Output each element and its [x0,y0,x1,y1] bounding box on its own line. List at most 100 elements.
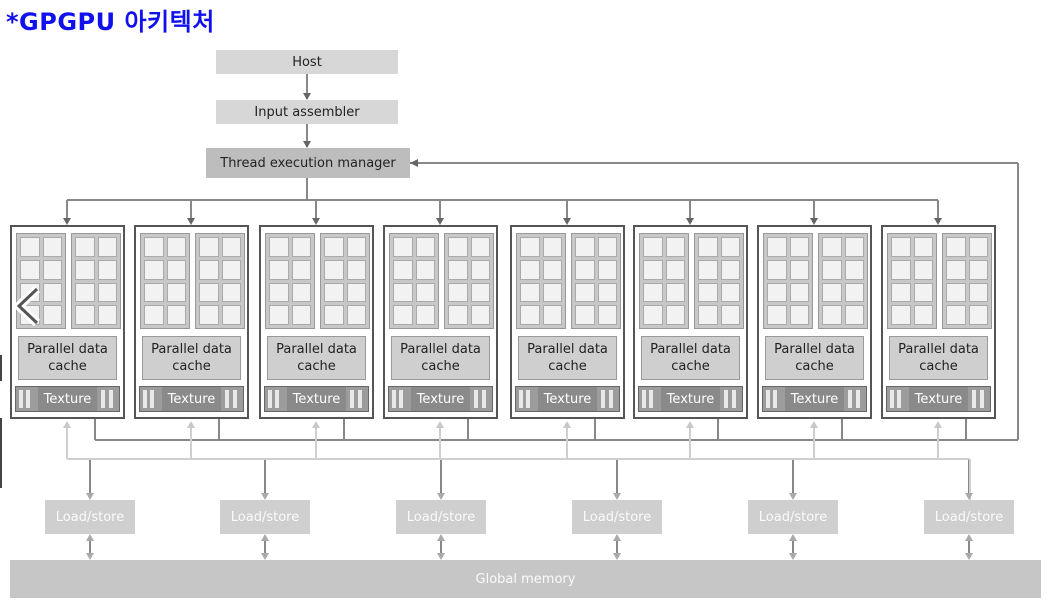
core-cell [891,282,911,303]
parallel-data-cache: Parallel data cache [267,336,366,380]
arrowhead [613,493,621,500]
core-cell [789,259,809,280]
sm-block: Parallel data cache Texture [510,225,625,419]
texture-tick [856,390,860,408]
arrowhead [789,493,797,500]
arrowhead [686,218,694,225]
arrowhead [436,421,444,428]
core-cell [597,237,617,257]
core-cell [946,282,966,303]
core-cell [75,305,95,325]
parallel-data-cache: Parallel data cache [18,336,117,380]
core-cell [166,259,186,280]
texture-tick [848,390,852,408]
sm-block: Parallel data cache Texture [881,225,996,419]
arrowhead [437,493,445,500]
core-cell [913,259,933,280]
load-store-unit: Load/store [572,500,662,534]
texture-unit: Texture [264,386,369,412]
texture-tick [109,390,113,408]
core-cell [448,305,468,325]
parallel-data-cache: Parallel data cache [391,336,490,380]
texture-label: Texture [411,387,470,411]
arrowhead [261,534,269,541]
core-cell [665,282,685,303]
arrowhead [934,218,942,225]
core-cell [144,305,164,325]
core-cell [393,305,413,325]
sm-block: Parallel data cache Texture [633,225,748,419]
arrowhead [563,421,571,428]
core-cell [575,305,595,325]
core-cell [269,282,289,303]
texture-tick [773,390,777,408]
core-cell [542,282,562,303]
core-cell [470,305,490,325]
core-cell [643,237,663,257]
core-cell [42,305,62,325]
arrowhead [410,159,418,167]
texture-tick [358,390,362,408]
core-cell [597,305,617,325]
arrowhead [965,493,973,500]
core-cell [97,237,117,257]
load-store-unit: Load/store [220,500,310,534]
core-cell [75,259,95,280]
core-cell [346,282,366,303]
left-edge-mark [0,355,2,381]
cache-label-line2: cache [172,359,211,374]
core-cell [199,237,219,257]
texture-tick [19,390,23,408]
cache-label-line1: Parallel data [27,342,108,357]
cache-label-line1: Parallel data [774,342,855,357]
core-cell [97,259,117,280]
cache-label-line2: cache [421,359,460,374]
core-cell [166,305,186,325]
core-cell [767,305,787,325]
sm-block: Parallel data cache Texture [134,225,249,419]
left-edge-mark [0,418,2,488]
core-grid [389,233,439,329]
arrowhead [86,534,94,541]
core-cell [393,282,413,303]
texture-label: Texture [38,387,97,411]
arrowhead [934,421,942,428]
core-cell [789,282,809,303]
texture-label: Texture [661,387,720,411]
cache-label-line1: Parallel data [276,342,357,357]
texture-tick [482,390,486,408]
parallel-data-cache: Parallel data cache [518,336,617,380]
core-cell [665,305,685,325]
core-cell [822,259,842,280]
arrowhead [187,421,195,428]
texture-tick [26,390,30,408]
arrowhead [312,218,320,225]
core-cell [269,237,289,257]
core-cell [968,237,988,257]
core-cell [199,305,219,325]
texture-tick [474,390,478,408]
texture-tick [766,390,770,408]
core-cell [597,282,617,303]
core-cell [643,282,663,303]
texture-tick [350,390,354,408]
chevron-left-icon[interactable] [13,286,43,326]
core-grid [887,233,937,329]
core-cell [97,305,117,325]
texture-unit: Texture [515,386,620,412]
core-cell [767,282,787,303]
core-cell [42,259,62,280]
host-box: Host [216,50,398,74]
texture-tick [225,390,229,408]
core-cell [789,237,809,257]
core-cell [913,305,933,325]
texture-tick [143,390,147,408]
core-grid [71,233,121,329]
core-grid [320,233,370,329]
core-grid [639,233,689,329]
arrowhead [965,534,973,541]
arrowhead [686,421,694,428]
core-cell [415,237,435,257]
core-cell [393,237,413,257]
core-cell [844,259,864,280]
